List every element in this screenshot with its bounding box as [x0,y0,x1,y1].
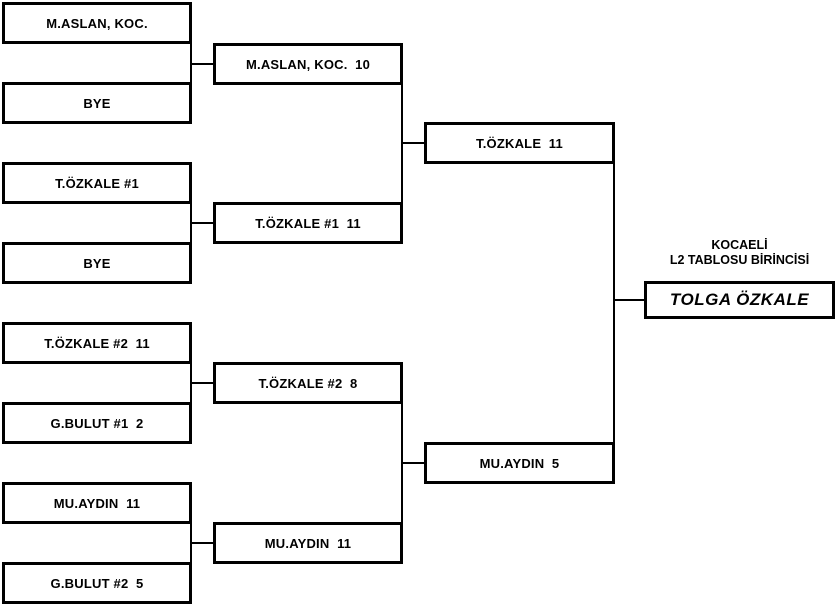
winner-title: KOCAELİ L2 TABLOSU BİRİNCİSİ [644,238,835,268]
bracket-slot-r2-4[interactable]: MU.AYDIN 11 [213,522,403,564]
bracket-slot-r1-1[interactable]: M.ASLAN, KOC. [2,2,192,44]
bracket-slot-r1-5[interactable]: T.ÖZKALE #2 11 [2,322,192,364]
bracket-slot-r2-3[interactable]: T.ÖZKALE #2 8 [213,362,403,404]
winner-box[interactable]: TOLGA ÖZKALE [644,281,835,319]
connector-v-r2-pair1 [401,85,403,204]
winner-title-line1: KOCAELİ [711,238,768,252]
connector-h-r1-pair3 [190,382,215,384]
bracket-slot-r3-1[interactable]: T.ÖZKALE 11 [424,122,615,164]
bracket-slot-r3-2[interactable]: MU.AYDIN 5 [424,442,615,484]
bracket-slot-r1-2[interactable]: BYE [2,82,192,124]
connector-h-r2-pair1 [401,142,426,144]
connector-v-r1-pair3 [190,364,192,404]
bracket-slot-r2-1[interactable]: M.ASLAN, KOC. 10 [213,43,403,85]
bracket-slot-r1-7[interactable]: MU.AYDIN 11 [2,482,192,524]
bracket-slot-r2-2[interactable]: T.ÖZKALE #1 11 [213,202,403,244]
connector-v-r1-pair4 [190,524,192,564]
bracket-slot-r1-3[interactable]: T.ÖZKALE #1 [2,162,192,204]
winner-title-line2: L2 TABLOSU BİRİNCİSİ [669,253,810,267]
bracket-slot-r1-6[interactable]: G.BULUT #1 2 [2,402,192,444]
connector-h-r1-pair4 [190,542,215,544]
connector-h-r2-pair2 [401,462,426,464]
bracket-slot-r1-4[interactable]: BYE [2,242,192,284]
connector-v-final [613,164,615,443]
bracket-slot-r1-8[interactable]: G.BULUT #2 5 [2,562,192,604]
connector-h-final [613,299,646,301]
connector-h-r1-pair1 [190,63,215,65]
connector-h-r1-pair2 [190,222,215,224]
connector-v-r1-pair2 [190,204,192,244]
